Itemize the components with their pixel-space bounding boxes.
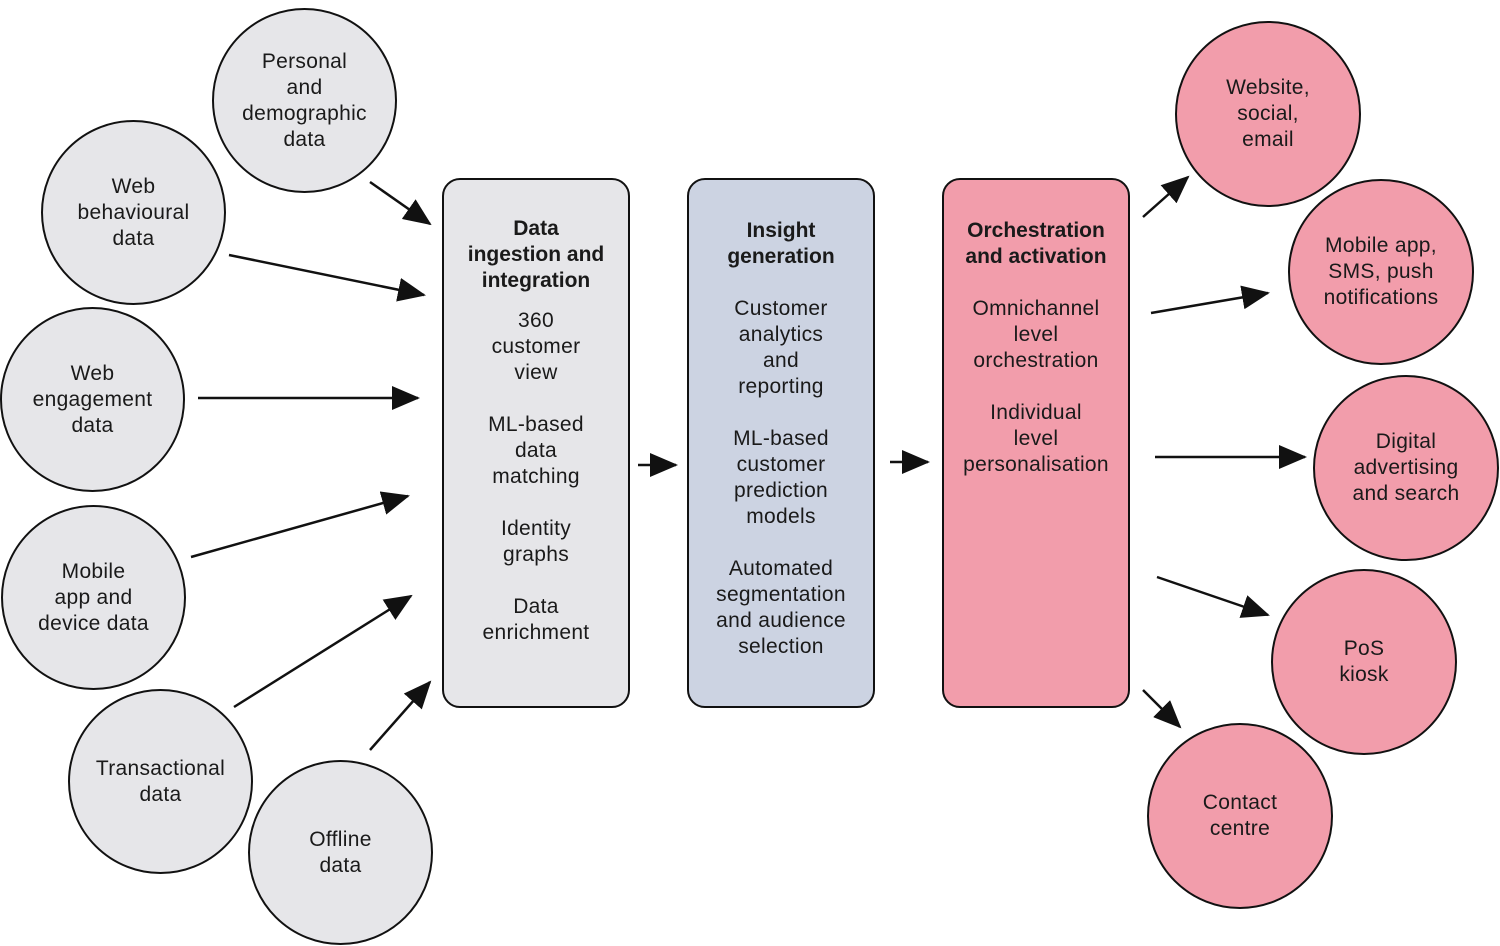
arrow-web-behavioural-to-ingestion — [228, 253, 426, 302]
output-label: Digital advertising and search — [1352, 430, 1460, 505]
source-label: Web engagement data — [32, 361, 153, 437]
source-personal-demographic: Personal and demographic data — [212, 8, 397, 193]
output-contact-centre: Contact centre — [1147, 723, 1333, 909]
stage-item: Identity graphs — [500, 517, 572, 566]
stage-item: 360 customer view — [491, 309, 581, 384]
arrow-personal-to-ingestion — [369, 180, 432, 226]
output-mobile-sms-push: Mobile app, SMS, push notifications — [1288, 179, 1474, 365]
output-label: Website, social, email — [1226, 76, 1310, 151]
source-offline: Offline data — [248, 760, 433, 945]
source-web-engagement: Web engagement data — [0, 307, 185, 492]
arrow-transactional-to-ingestion — [233, 594, 413, 709]
arrow-orchestration-to-mobile-app — [1150, 285, 1270, 315]
stage-title: Orchestration and activation — [965, 219, 1107, 268]
source-label: Mobile app and device data — [38, 559, 149, 635]
stage-title: Insight generation — [727, 219, 835, 268]
arrow-orchestration-to-website — [1142, 175, 1190, 218]
output-pos-kiosk: PoS kiosk — [1271, 569, 1457, 755]
source-label: Web behavioural data — [77, 174, 190, 250]
stage-item: Automated segmentation and audience sele… — [716, 557, 846, 658]
stage-insight-generation: Insight generation Customer analytics an… — [687, 178, 875, 708]
source-web-behavioural: Web behavioural data — [41, 120, 226, 305]
source-label: Offline data — [309, 827, 372, 877]
source-label: Transactional data — [95, 756, 226, 806]
stage-item: ML-based data matching — [488, 413, 584, 488]
source-label: Personal and demographic data — [242, 49, 367, 151]
arrow-orchestration-to-pos — [1156, 575, 1270, 618]
source-mobile-device: Mobile app and device data — [1, 505, 186, 690]
stage-item: Omnichannel level orchestration — [972, 297, 1100, 372]
stage-title: Data ingestion and integration — [467, 217, 605, 292]
arrow-mobile-to-ingestion — [190, 491, 410, 559]
stage-item: Data enrichment — [482, 595, 590, 644]
output-label: Contact centre — [1202, 791, 1278, 840]
source-transactional: Transactional data — [68, 689, 253, 874]
output-label: Mobile app, SMS, push notifications — [1323, 234, 1439, 309]
output-digital-advertising: Digital advertising and search — [1313, 375, 1499, 561]
output-label: PoS kiosk — [1339, 637, 1389, 686]
stage-item: ML-based customer prediction models — [733, 427, 829, 528]
stage-data-ingestion: Data ingestion and integration 360 custo… — [442, 178, 630, 708]
stage-item: Customer analytics and reporting — [734, 297, 828, 398]
arrow-offline-to-ingestion — [369, 680, 432, 751]
arrow-orchestration-to-contact-centre — [1142, 689, 1182, 729]
stage-orchestration-activation: Orchestration and activation Omnichannel… — [942, 178, 1130, 708]
stage-item: Individual level personalisation — [963, 401, 1109, 476]
output-website-social-email: Website, social, email — [1175, 21, 1361, 207]
